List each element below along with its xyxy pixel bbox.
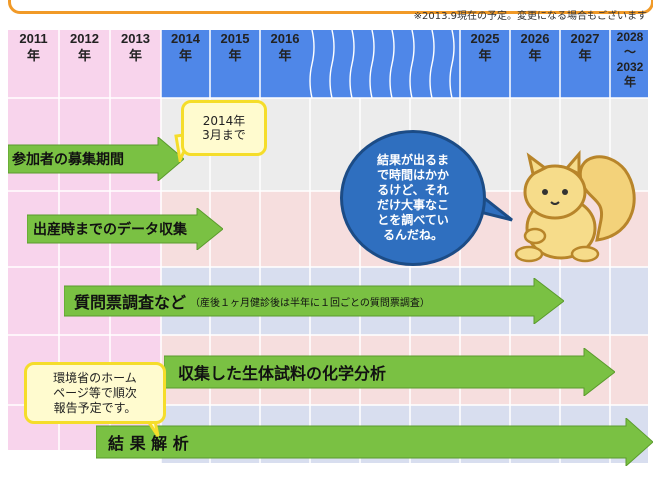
callout-2014-line1: 2014年: [202, 114, 246, 128]
callout-2014-line2: 3月まで: [202, 128, 246, 142]
arrow-data-collection: 出産時までのデータ収集: [27, 208, 223, 250]
arrow-label-chemical: 収集した生体試料の化学分析: [178, 364, 387, 383]
future-years-header: [161, 30, 648, 98]
arrow-label-recruit: 参加者の募集期間: [12, 152, 124, 168]
squirrel-mascot-icon: [514, 149, 636, 263]
arrow-label-data-collection: 出産時までのデータ収集: [33, 222, 187, 238]
callout-2014: 2014年 3月まで: [181, 100, 267, 156]
arrow-label-analysis: 結 果 解 析: [108, 434, 189, 453]
schedule-note: ※2013.9現在の予定。変更になる場合もございます: [413, 11, 647, 22]
arrow-label-questionnaire: 質問票調査など: [74, 293, 187, 312]
time-break-lines: [309, 29, 455, 99]
arrow-label-questionnaire-note: （産後１ヶ月健診後は半年に１回ごとの質問票調査）: [190, 297, 430, 309]
callout-moe: 環境省のホーム ページ等で順次 報告予定です。: [24, 362, 166, 424]
title-frame: [8, 0, 653, 14]
column-dividers: [58, 30, 611, 463]
arrow-questionnaire: 質問票調査など （産後１ヶ月健診後は半年に１回ごとの質問票調査）: [64, 278, 564, 324]
arrow-chemical-analysis: 収集した生体試料の化学分析: [164, 348, 615, 396]
arrow-result-analysis: 結 果 解 析: [96, 418, 653, 466]
speech-bubble: 結果が出るま で時間はかか るけど、それ だけ大事なこ とを調べてい るんだね。: [340, 130, 486, 266]
arrow-recruitment-period: 参加者の募集期間: [8, 137, 184, 181]
